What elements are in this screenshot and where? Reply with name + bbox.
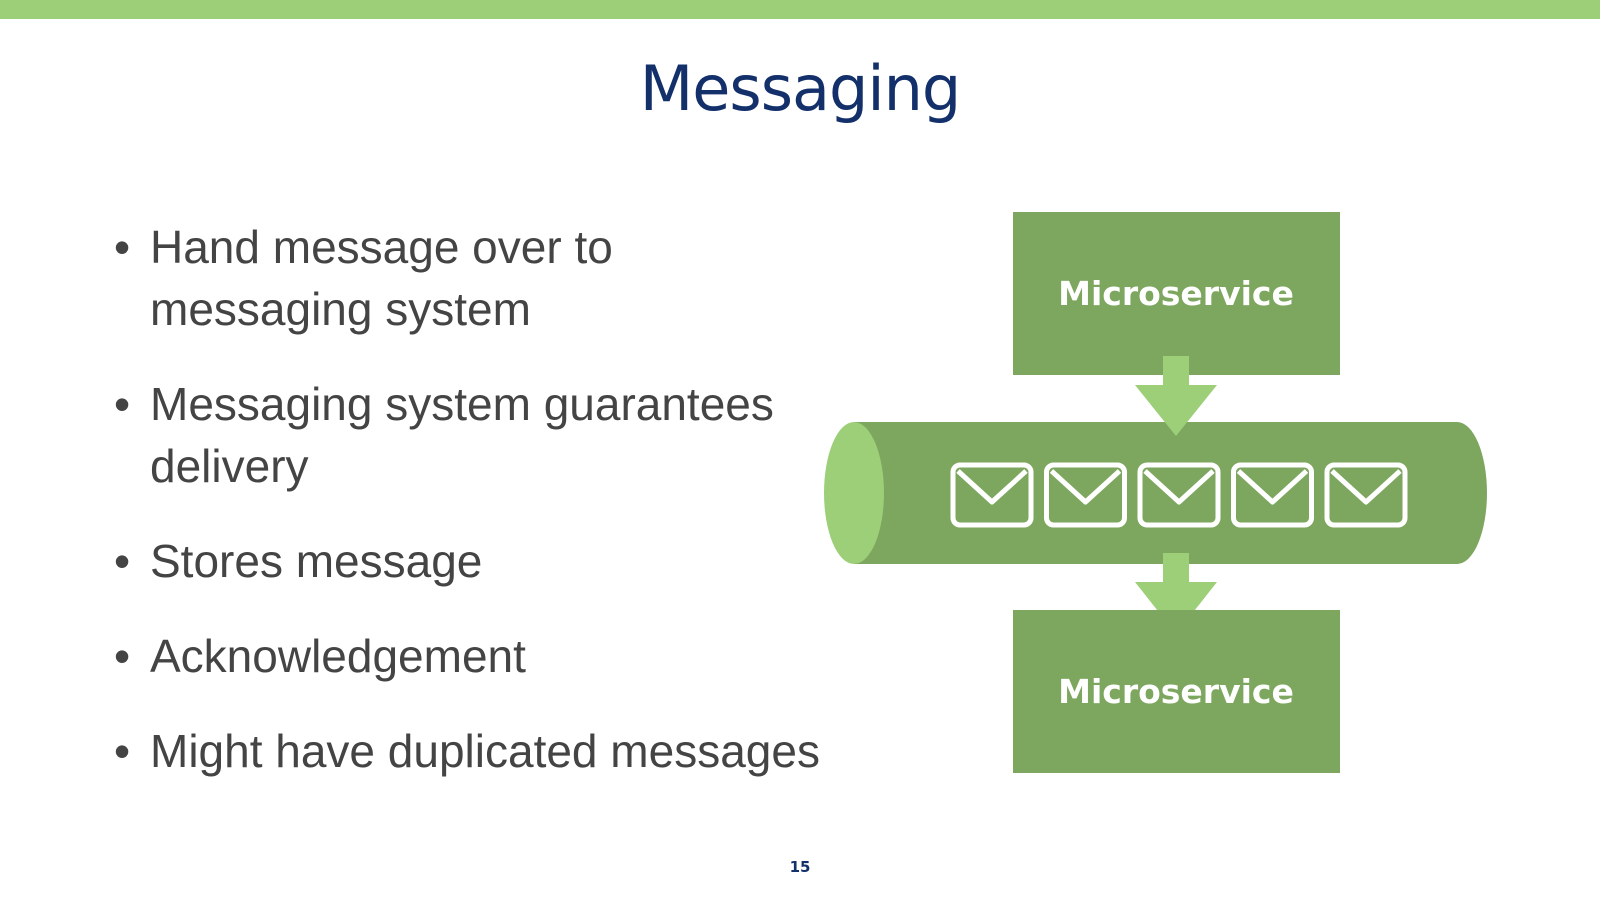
envelope-icon [1137,462,1221,528]
bullet-item: • Might have duplicated messages [114,720,834,782]
bullet-item: • Acknowledgement [114,625,834,687]
bullet-text: Hand message over to messaging system [150,221,613,335]
bullet-text: Stores message [150,535,483,587]
top-microservice-box [1013,212,1340,375]
bullet-list: • Hand message over to messaging system … [114,216,834,782]
bullet-dot: • [114,378,131,430]
top-accent-bar [0,0,1600,19]
page-number: 15 [789,858,811,876]
bottom-microservice-label: Microservice [1058,672,1294,711]
arrow-down-icon [1135,553,1217,634]
envelope-icon [1324,462,1408,528]
envelope-icon [1044,462,1127,528]
bullet-item: • Stores message [114,530,834,592]
bullet-item: • Messaging system guarantees delivery [114,373,834,497]
queue-pipe-end [824,422,884,564]
bullet-text: Might have duplicated messages [150,725,820,777]
bullet-text: Messaging system guarantees delivery [150,378,774,492]
bullet-dot: • [114,725,131,777]
bullet-dot: • [114,630,131,682]
bullet-dot: • [114,535,131,587]
envelope-icon [950,462,1034,528]
envelope-icon [1231,462,1314,528]
top-microservice-label: Microservice [1058,274,1294,313]
message-group [950,462,1408,528]
bullet-text: Acknowledgement [150,630,526,682]
arrow-down-icon [1135,356,1217,436]
slide-title: Messaging [639,52,961,125]
bullet-dot: • [114,221,131,273]
messaging-diagram: Microservice Microservice [824,212,1487,773]
bullet-item: • Hand message over to messaging system [114,216,834,340]
bottom-microservice-box [1013,610,1340,773]
